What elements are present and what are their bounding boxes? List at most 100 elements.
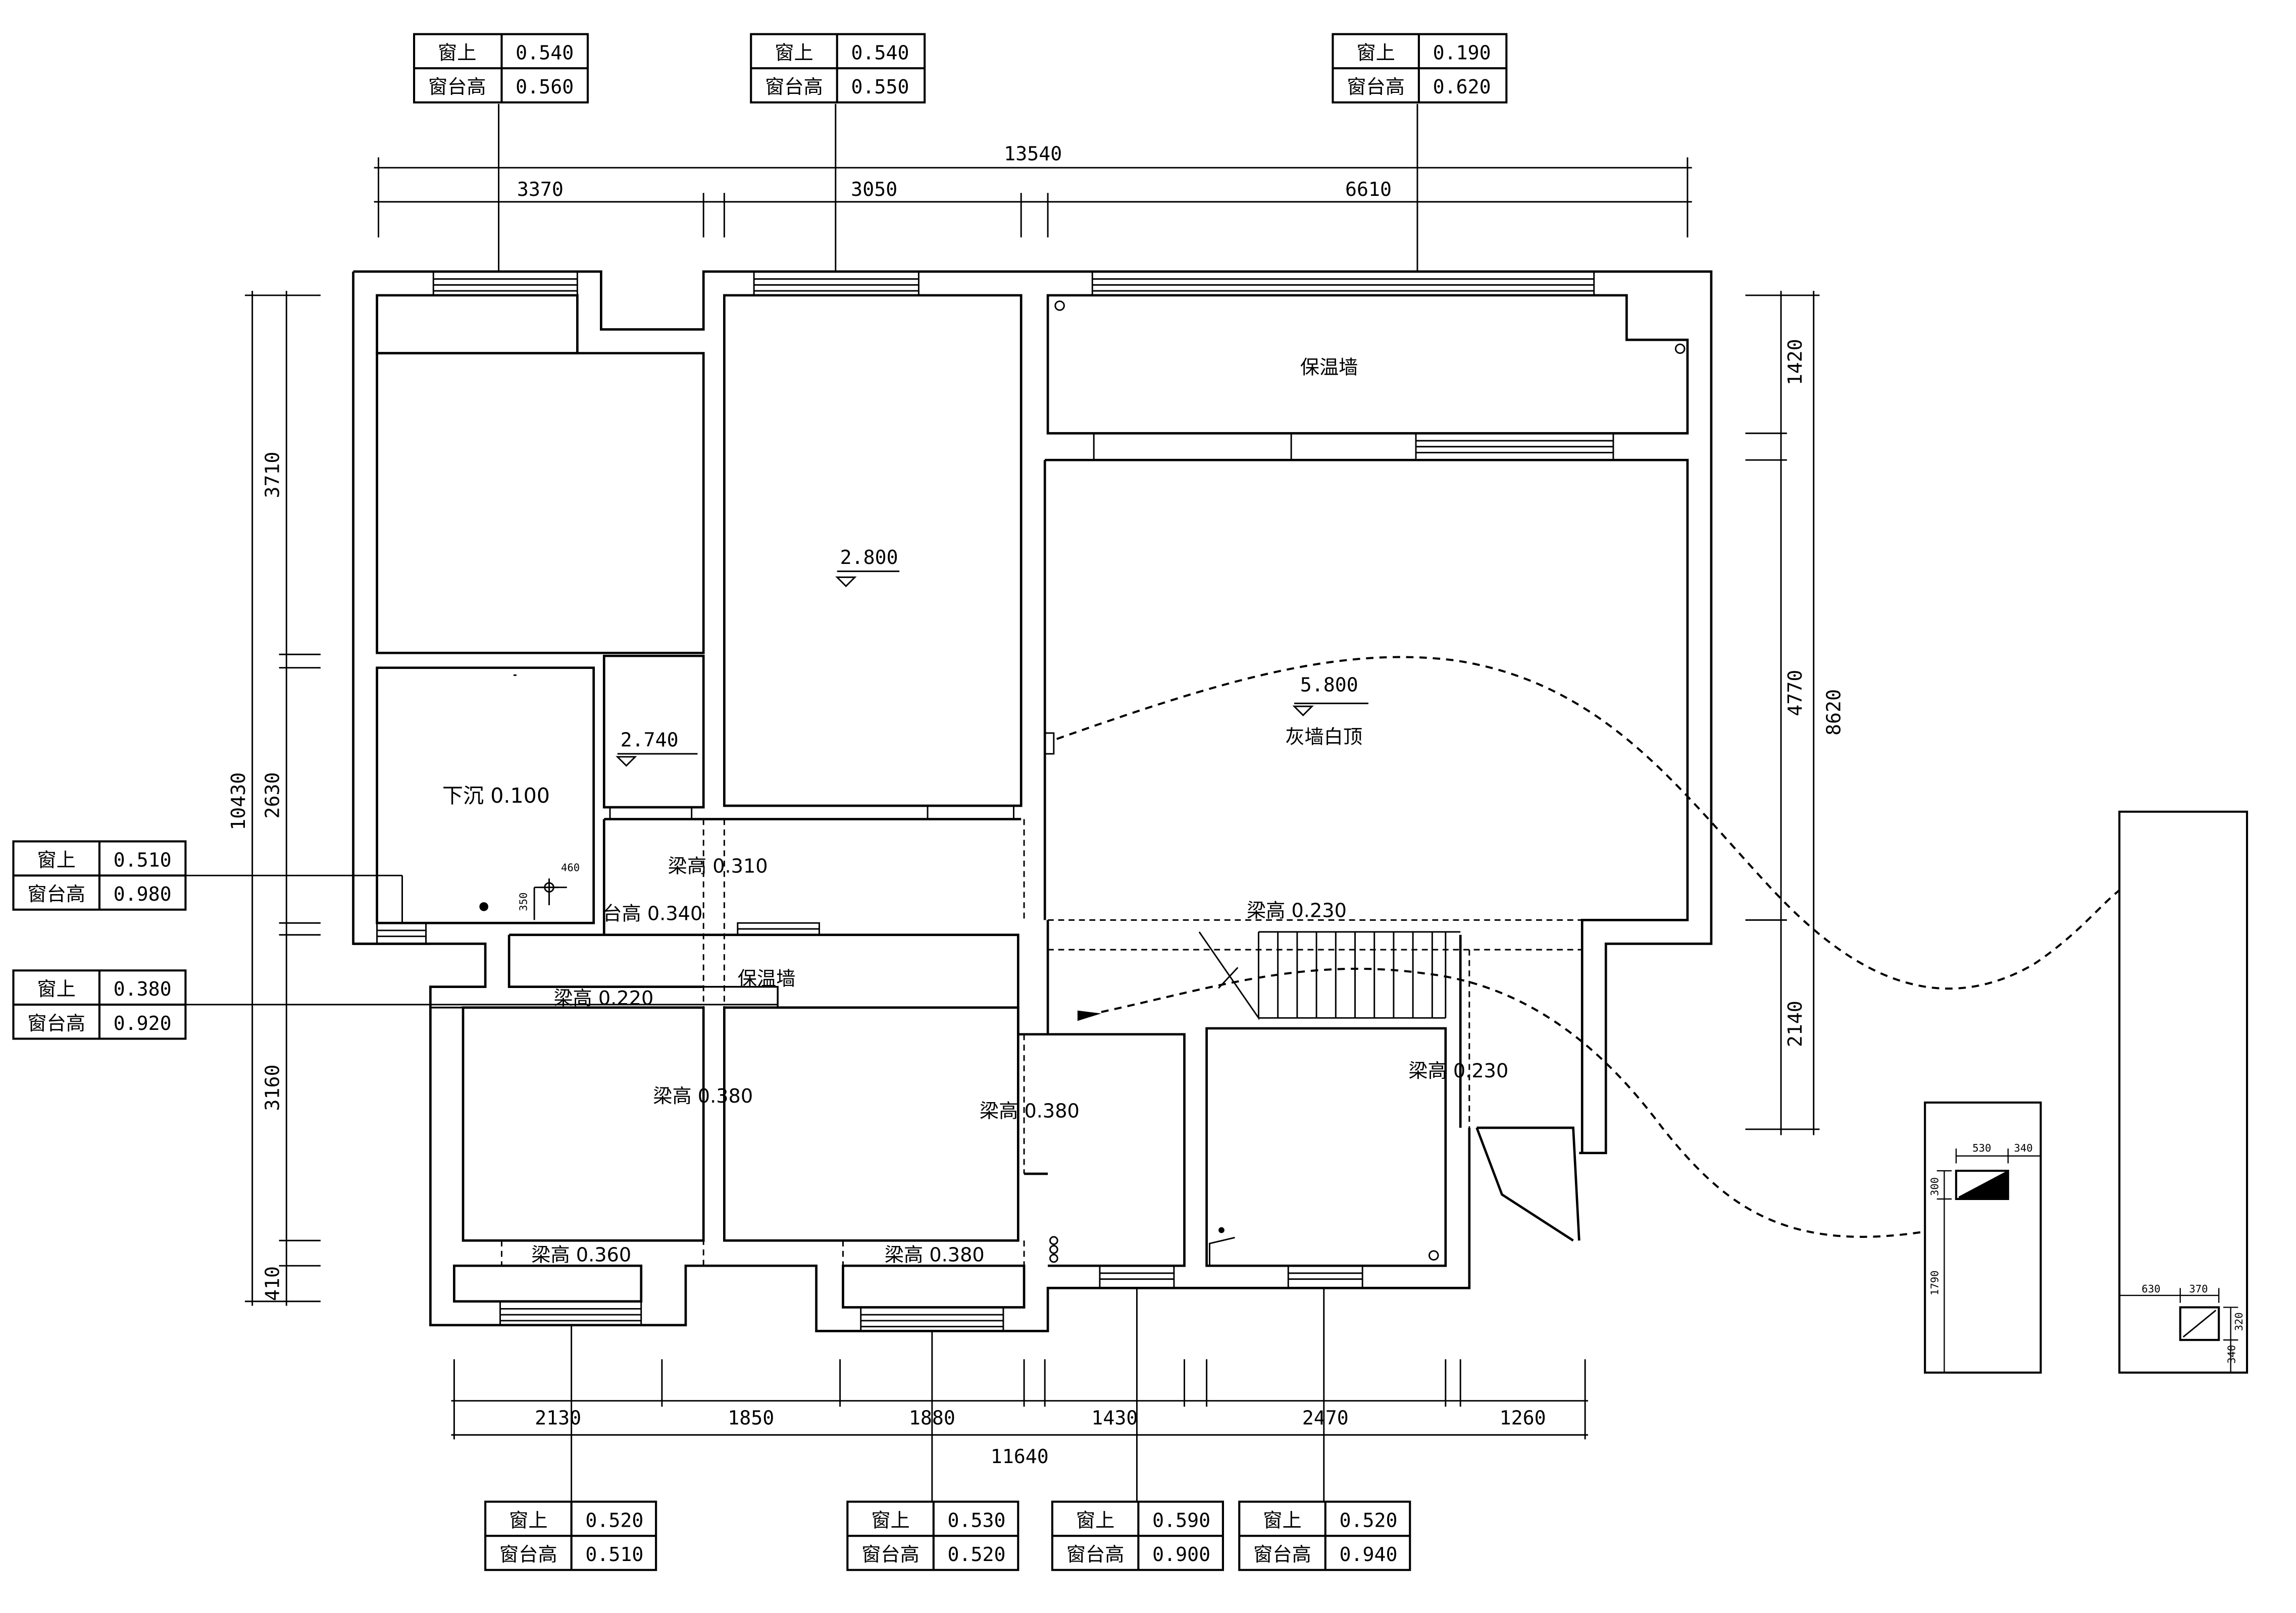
dim-bottom-6: 1260 [1500,1408,1546,1430]
tag-bottom-4-sill-label: 窗台高 [1253,1544,1311,1566]
tag-top-3-sill-label: 窗台高 [1347,76,1405,98]
window-top-1 [432,271,578,296]
dimension-lines [244,157,1820,1440]
detail-dims [1936,1148,2238,1373]
tag-bottom-2-sill-label: 窗台高 [861,1544,920,1566]
detail1-dim-w2: 340 [2014,1142,2033,1154]
dim-right-2: 4770 [1784,670,1807,716]
dimension-text-left: 10430 3710 2630 3160 410 [228,452,284,1301]
dimension-text-right: 8620 1420 4770 2140 [1784,339,1845,1047]
small-dims: 460 350 530 340 300 1790 630 370 320 340 [517,861,2245,1364]
beam-frame [430,985,779,1009]
leader-lines [185,103,1418,1502]
tag-bottom-3-upper-label: 窗上 [1076,1510,1114,1532]
detail1-dim-h2: 1790 [1929,1270,1941,1295]
dim-bottom-5: 2470 [1302,1408,1349,1430]
detail1-dim-h1: 300 [1929,1177,1941,1196]
tag-left-1-upper: 0.510 [114,850,172,872]
tag-bottom-1-sill-label: 窗台高 [499,1544,557,1566]
window-tags-top: 窗上 0.540 窗台高 0.560 窗上 0.540 窗台高 0.550 窗上… [428,42,1491,99]
tag-left-2-sill: 0.920 [114,1013,172,1035]
tag-bottom-1-upper-label: 窗上 [509,1510,547,1532]
window-top-3 [1091,271,1595,296]
tag-top-1-sill: 0.560 [516,76,574,98]
beam-label-5: 梁高 0.380 [980,1100,1080,1122]
beam-label-2: 梁高 0.230 [1247,900,1347,922]
beam-labels: 梁高 0.310 梁高 0.230 梁高 0.220 梁高 0.380 梁高 0… [531,855,1508,1266]
dim-top-1: 3370 [517,179,564,201]
tag-bottom-2-upper: 0.530 [948,1510,1006,1532]
beam-label-1: 梁高 0.310 [668,855,768,877]
tag-top-1-upper-label: 窗上 [438,42,476,65]
detail2-dim-h2: 340 [2225,1345,2237,1364]
tag-top-2-sill-label: 窗台高 [765,76,823,98]
tag-bottom-3-upper: 0.590 [1152,1510,1210,1532]
fixture-circle-icon [1049,1245,1058,1254]
outlet-icon [1044,732,1055,755]
dim-top-3: 6610 [1345,179,1392,201]
window-bottom-2 [860,1307,1004,1332]
tag-top-3-sill: 0.620 [1433,76,1491,98]
arrow-marker [1077,1010,1101,1021]
beam-label-4: 梁高 0.380 [653,1085,753,1108]
dim-right-3: 2140 [1784,1001,1807,1047]
dim-bottom-3: 1880 [909,1408,955,1430]
insulation-wall-label-2: 保温墙 [738,968,796,991]
tag-left-2-upper: 0.380 [114,978,172,1001]
dim-left-1: 3710 [262,452,284,498]
tag-top-2-sill: 0.550 [851,76,909,98]
tag-left-1-sill: 0.980 [114,883,172,906]
tag-left-2-sill-label: 窗台高 [27,1013,85,1035]
detail2-dim-w2: 370 [2189,1283,2208,1295]
fixture-circle-icon [1674,343,1686,354]
tag-top-3-upper-label: 窗上 [1356,42,1395,65]
insulation-wall-label: 保温墙 [1300,357,1358,379]
dim-top-2: 3050 [851,179,897,201]
tag-bottom-4-upper: 0.520 [1339,1510,1397,1532]
tag-bottom-2-upper-label: 窗上 [871,1510,909,1532]
dim-bottom-4: 1430 [1091,1408,1138,1430]
level-markers [616,570,1368,767]
fixtures [479,300,1686,1266]
beam-label-8: 梁高 0.380 [885,1244,985,1266]
tag-top-1-upper: 0.540 [516,42,574,65]
tag-bottom-2-sill: 0.520 [948,1544,1006,1566]
elevation-5800: 5.800 [1300,674,1358,697]
detail2-dim-h1: 320 [2233,1312,2245,1331]
sill-height-label: 台高 0.340 [602,903,702,925]
elevation-2740: 2.740 [621,729,679,751]
elevation-2800: 2.800 [840,547,898,569]
window-tags-left: 窗上 0.510 窗台高 0.980 窗上 0.380 窗台高 0.920 [27,850,171,1035]
cable-routes [1056,656,2120,1238]
tag-bottom-3-sill: 0.900 [1152,1544,1210,1566]
tag-bottom-3-sill-label: 窗台高 [1066,1544,1125,1566]
fixture-circle-icon [1428,1250,1439,1261]
dim-left-3: 3160 [262,1064,284,1111]
tag-bottom-1-sill: 0.510 [585,1544,643,1566]
dim-bottom-total: 11640 [991,1446,1049,1468]
fixture-dim-a: 460 [561,861,580,873]
tag-bottom-4-upper-label: 窗上 [1263,1510,1301,1532]
tag-left-1-upper-label: 窗上 [37,850,75,872]
dim-right-total: 8620 [1823,689,1846,736]
dimension-text-top: 13540 3370 3050 6610 [517,143,1392,201]
beam-label-7: 梁高 0.360 [531,1244,631,1266]
dim-bottom-1: 2130 [535,1408,581,1430]
dim-left-4: 410 [262,1266,284,1301]
window-bottom-4 [1287,1265,1363,1289]
dim-bottom-2: 1850 [728,1408,774,1430]
detail1-dim-w1: 530 [1972,1142,1991,1154]
fixture-circle-icon [1049,1236,1058,1245]
dim-left-total: 10430 [228,772,250,830]
tag-left-2-upper-label: 窗上 [37,978,75,1001]
tag-top-3-upper: 0.190 [1433,42,1491,65]
tag-left-1-sill-label: 窗台高 [27,883,85,906]
window-tags-bottom: 窗上 0.520 窗台高 0.510 窗上 0.530 窗台高 0.520 窗上… [499,1510,1397,1566]
tag-bottom-1-upper: 0.520 [585,1510,643,1532]
detail2-dim-w1: 630 [2141,1283,2160,1295]
tag-top-2-upper-label: 窗上 [775,42,813,65]
beam-label-3: 梁高 0.220 [553,987,653,1010]
room-labels: 保温墙 保温墙 下沉 0.100 灰墙白顶 台高 0.340 2.800 5.8… [442,357,1362,991]
